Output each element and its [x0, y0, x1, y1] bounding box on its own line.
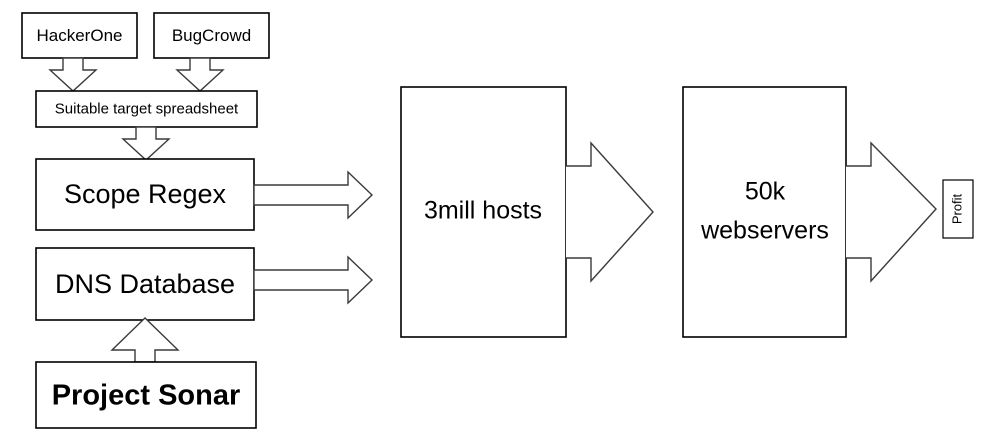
profit-box[interactable] [942, 179, 974, 239]
hackerone-label: HackerOne [37, 26, 123, 45]
node-spreadsheet[interactable]: Suitable target spreadsheet [35, 90, 258, 128]
arrow-scope-regex-to-hosts [253, 170, 374, 220]
node-bugcrowd[interactable]: BugCrowd [153, 12, 270, 59]
node-scope-regex[interactable]: Scope Regex [35, 158, 255, 231]
arrow-dns-database-to-hosts [253, 255, 374, 305]
arrow-hosts-to-webservers [566, 141, 654, 283]
scope-regex-box[interactable] [35, 158, 255, 231]
bugcrowd-box[interactable] [153, 12, 270, 59]
scope-regex-label: Scope Regex [64, 179, 227, 209]
arrow-bugcrowd-to-spreadsheet [175, 57, 225, 92]
node-hosts[interactable]: 3mill hosts [400, 86, 567, 338]
node-dns-database[interactable]: DNS Database [35, 247, 255, 321]
node-hackerone[interactable]: HackerOne [21, 12, 138, 59]
project-sonar-box[interactable] [35, 361, 257, 429]
arrow-hackerone-to-spreadsheet [48, 57, 98, 92]
profit-label: Profit [949, 193, 964, 224]
arrow-webservers-to-profit [846, 141, 937, 283]
hosts-label: 3mill hosts [424, 197, 542, 225]
node-profit[interactable]: Profit [942, 179, 974, 239]
arrow-project-sonar-to-dns-database [110, 317, 180, 363]
hosts-box[interactable] [400, 86, 567, 338]
arrow-spreadsheet-to-scope-regex [121, 126, 171, 161]
bugcrowd-label: BugCrowd [172, 26, 251, 45]
hackerone-box[interactable] [21, 12, 138, 59]
project-sonar-label: Project Sonar [52, 380, 241, 412]
dns-database-label: DNS Database [55, 269, 235, 299]
webservers-box[interactable] [682, 86, 847, 338]
spreadsheet-label: Suitable target spreadsheet [55, 100, 239, 117]
node-project-sonar[interactable]: Project Sonar [35, 361, 257, 429]
webservers-label-line2: webservers [700, 217, 829, 245]
node-webservers[interactable]: 50k webservers [682, 86, 847, 338]
webservers-label-line1: 50k [745, 178, 786, 206]
